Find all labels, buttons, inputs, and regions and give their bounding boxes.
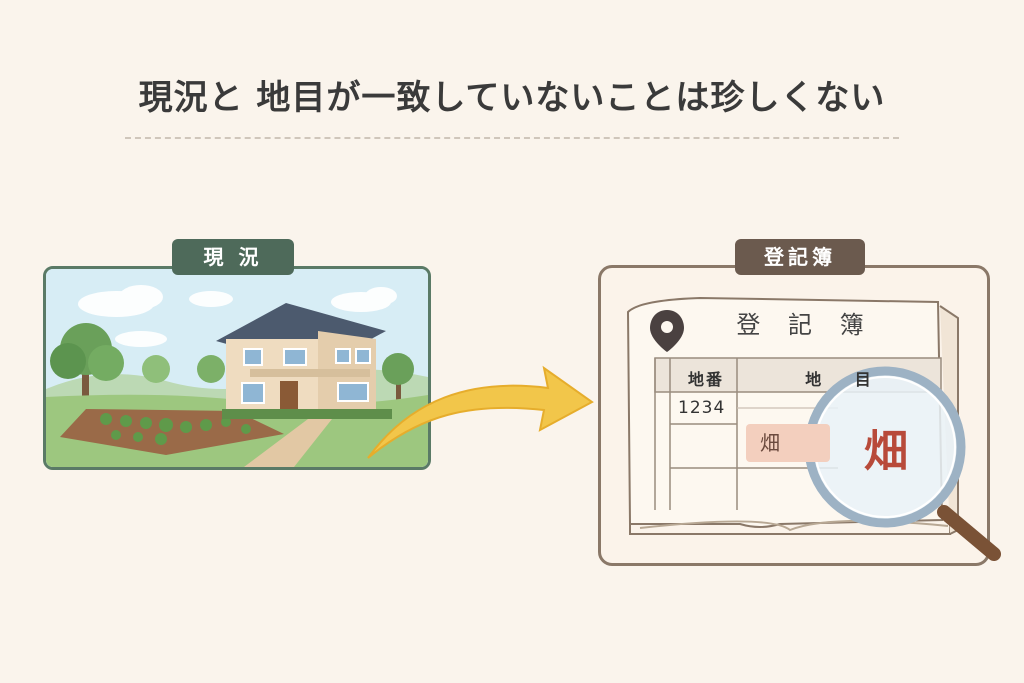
current-condition-label: 現 況 <box>172 239 294 275</box>
registry-label: 登記簿 <box>735 239 865 275</box>
arrow-icon <box>367 365 594 459</box>
magnified-land-use: 畑 <box>864 426 908 477</box>
title-divider <box>125 137 899 139</box>
registry-book-title: 登 記 簿 <box>736 311 874 339</box>
land-use-value: 畑 <box>746 424 830 462</box>
parcel-number-value: 1234 <box>678 398 726 418</box>
parcel-number-header: 地番 <box>687 370 724 389</box>
current-condition-illustration <box>43 266 431 470</box>
page-title: 現況と 地目が一致していないことは珍しくない <box>138 78 886 118</box>
land-use-header: 地 目 <box>805 370 885 389</box>
map-pin-icon <box>650 310 684 352</box>
